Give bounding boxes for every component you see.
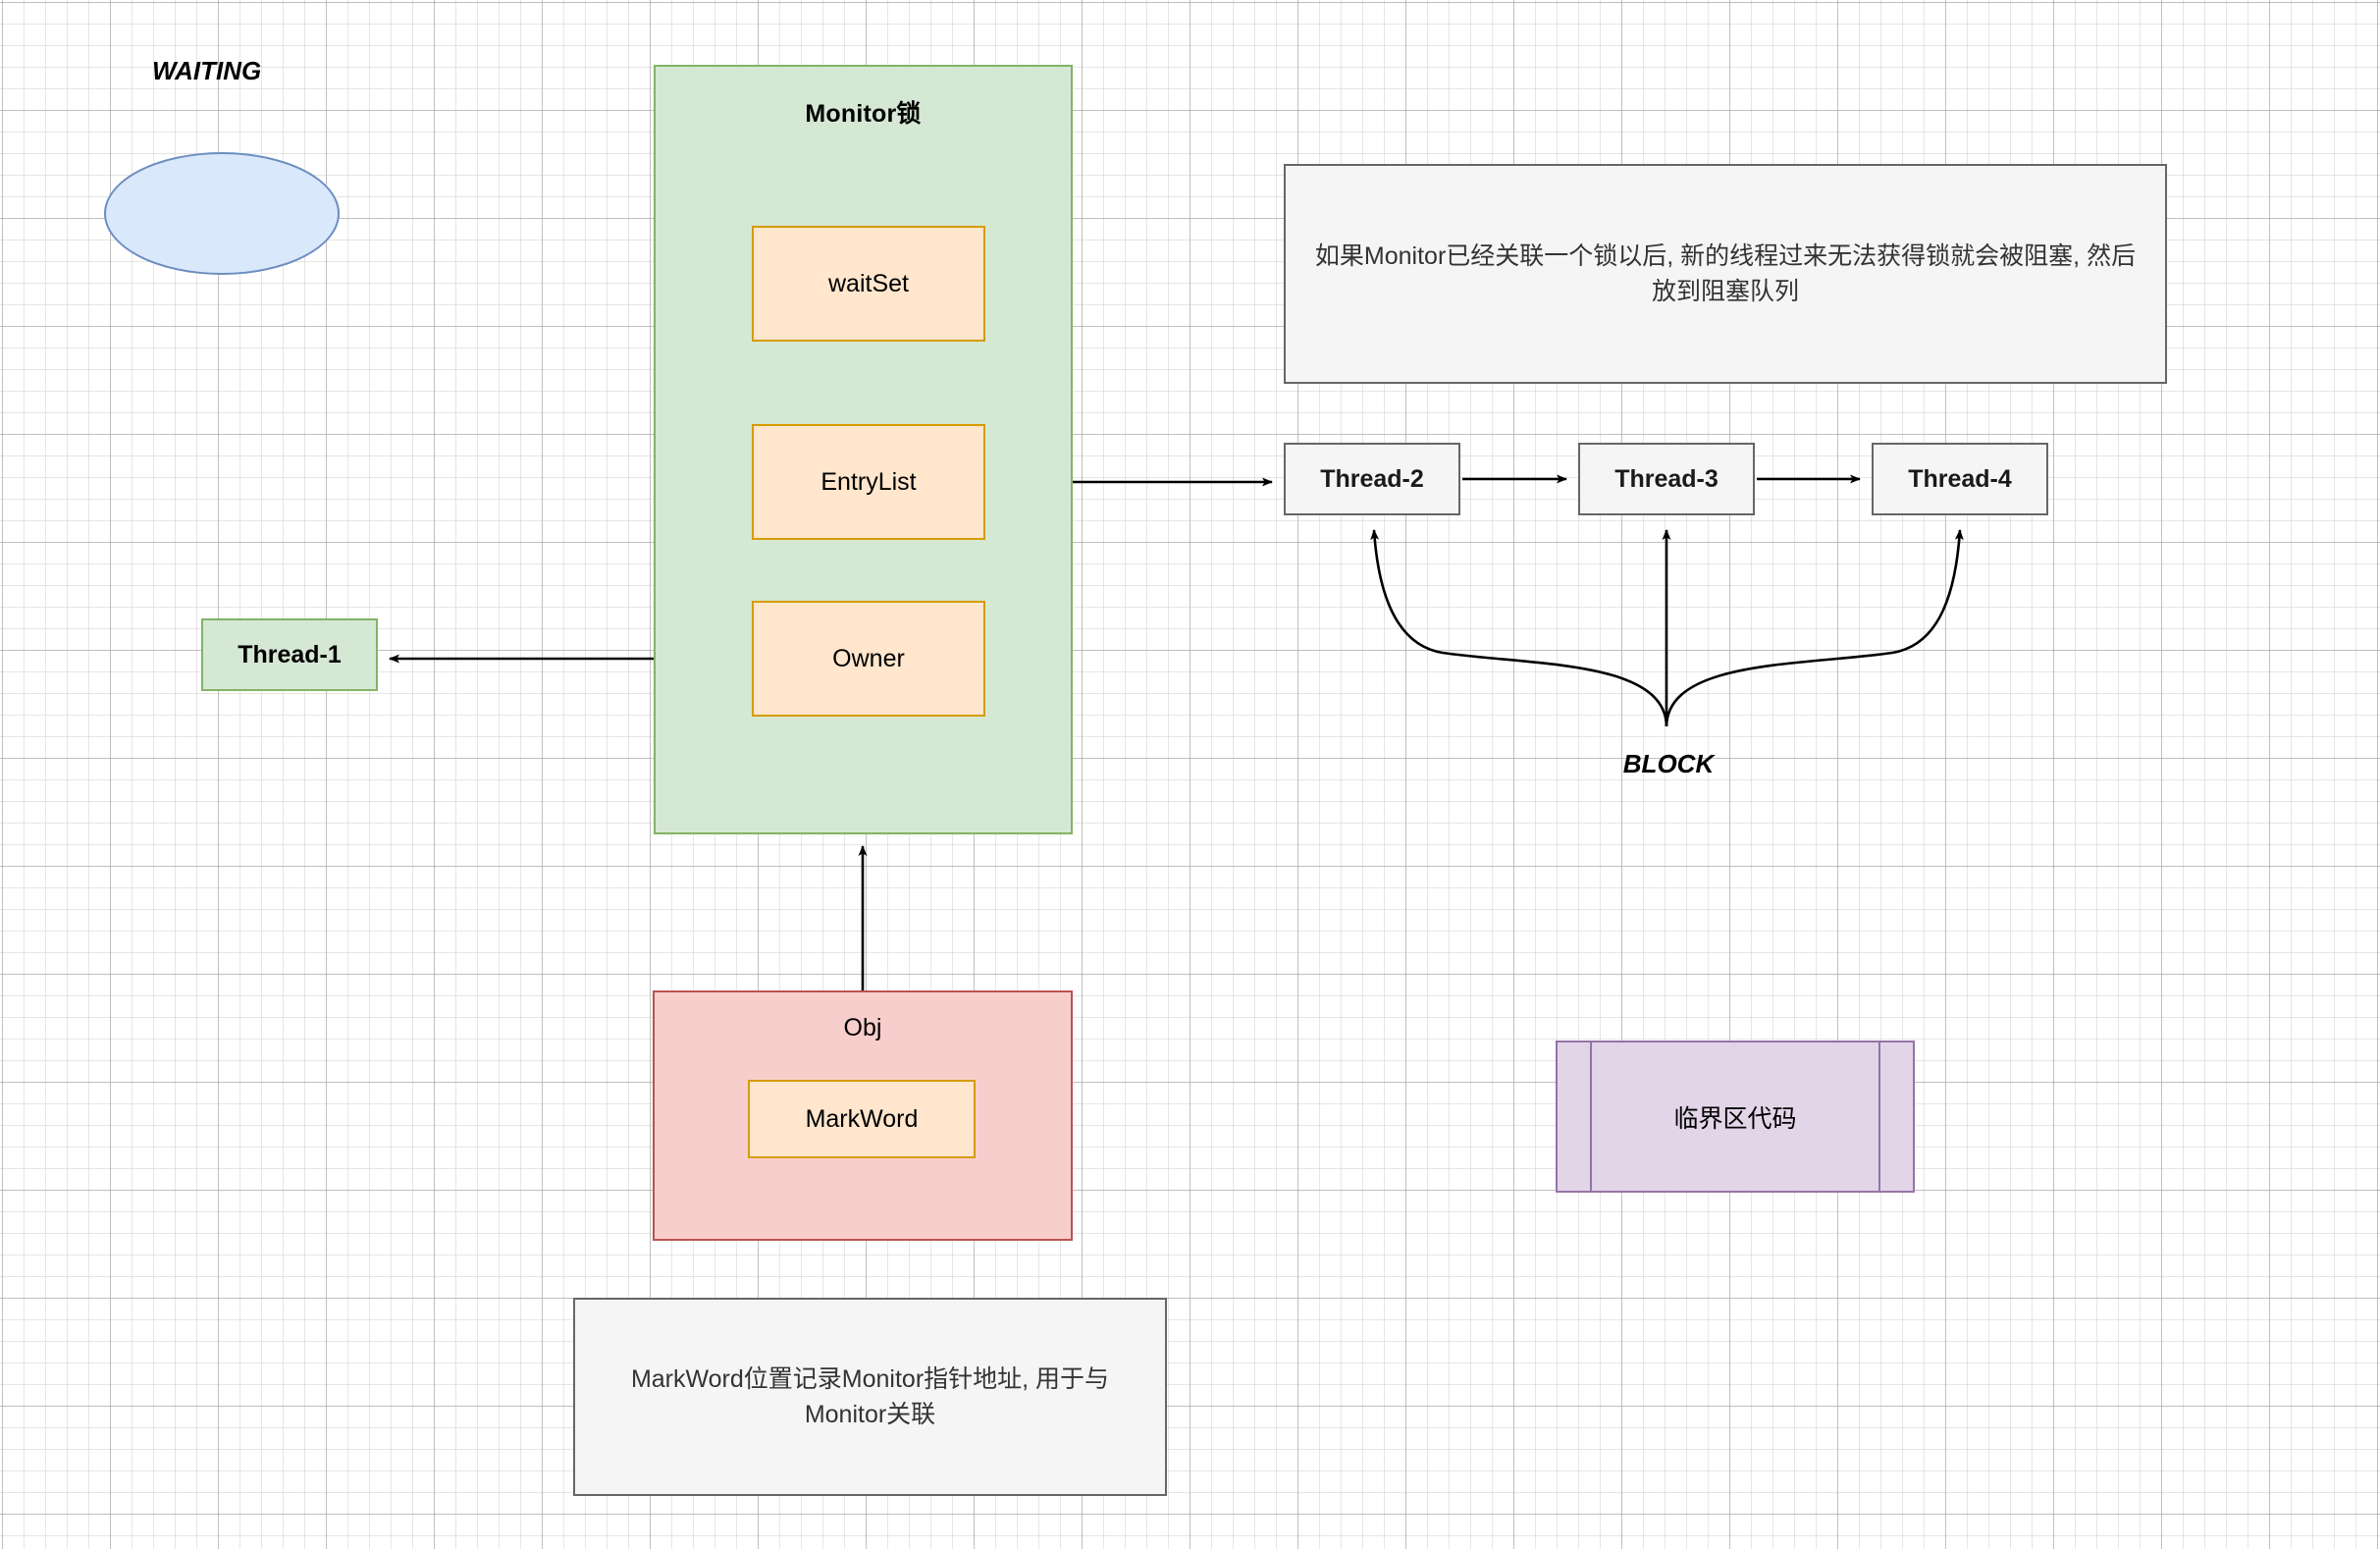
edge-block-to-thread2: [1370, 529, 1668, 727]
block-state-label: BLOCK: [1622, 748, 1715, 778]
process-bar-left: [1590, 1042, 1592, 1191]
waiting-state-label: WAITING: [152, 55, 262, 85]
monitor-slot-entrylist[interactable]: EntryList: [752, 424, 985, 540]
monitor-slot-waitset[interactable]: waitSet: [752, 226, 985, 342]
thread-2-node[interactable]: Thread-2: [1284, 443, 1460, 515]
monitor-lock-title: Monitor锁: [805, 100, 922, 128]
critical-section-label: 临界区代码: [1673, 1104, 1797, 1133]
critical-section-node[interactable]: 临界区代码: [1556, 1041, 1915, 1193]
monitor-explanation-note: 如果Monitor已经关联一个锁以后, 新的线程过来无法获得锁就会被阻塞, 然后…: [1284, 164, 2167, 384]
thread-4-node[interactable]: Thread-4: [1872, 443, 2048, 515]
waiting-ellipse-shape: [104, 152, 340, 275]
object-title: Obj: [843, 1014, 882, 1042]
markword-node[interactable]: MarkWord: [748, 1080, 976, 1158]
markword-explanation-note: MarkWord位置记录Monitor指针地址, 用于与Monitor关联: [573, 1298, 1167, 1496]
thread-1-node[interactable]: Thread-1: [201, 618, 378, 691]
process-bar-right: [1878, 1042, 1880, 1191]
thread-3-node[interactable]: Thread-3: [1578, 443, 1755, 515]
monitor-slot-owner[interactable]: Owner: [752, 601, 985, 717]
edge-block-to-thread4: [1665, 529, 1964, 727]
